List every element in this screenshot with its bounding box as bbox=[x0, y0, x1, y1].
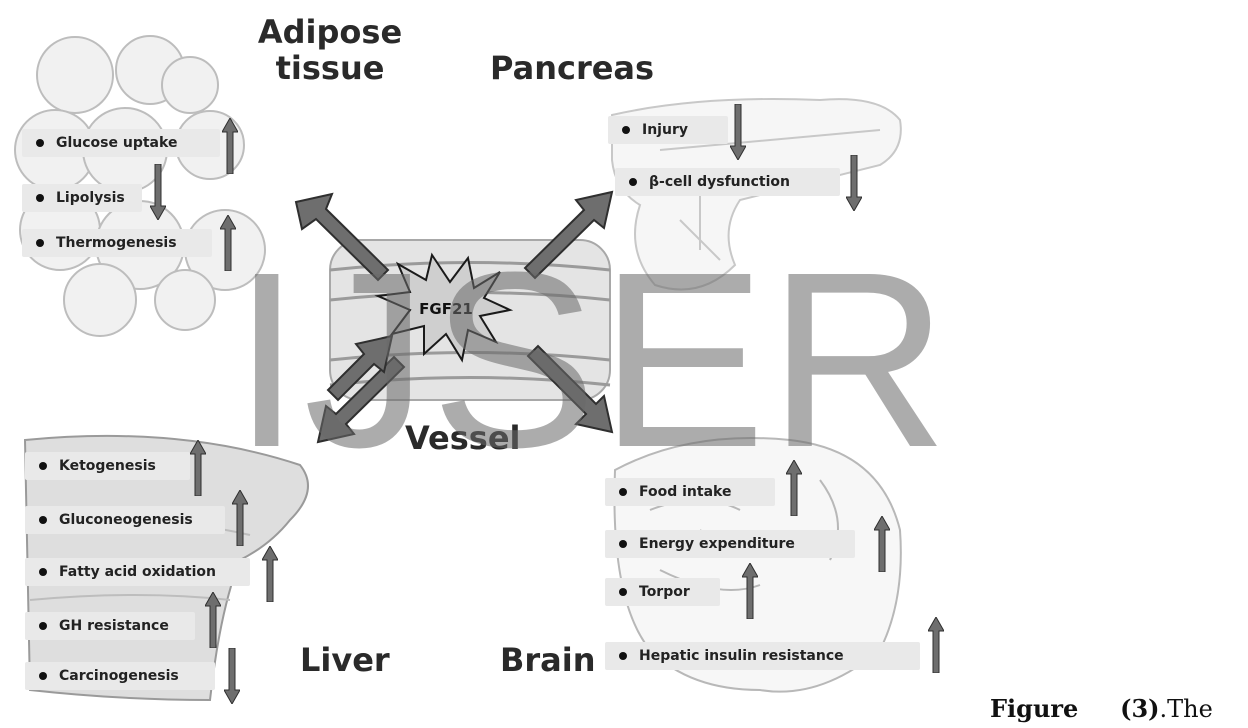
item-label: Fatty acid oxidation bbox=[59, 564, 216, 580]
bullet bbox=[619, 588, 627, 596]
item-label: Hepatic insulin resistance bbox=[639, 648, 844, 664]
pancreas-item-injury: Injury bbox=[608, 116, 728, 144]
bullet bbox=[36, 194, 44, 202]
organ-label-brain: Brain bbox=[500, 642, 600, 678]
organ-label-pancreas: Pancreas bbox=[490, 50, 670, 86]
bullet bbox=[39, 568, 47, 576]
bullet bbox=[39, 516, 47, 524]
up-arrow-icon bbox=[262, 546, 278, 602]
item-label: Lipolysis bbox=[56, 190, 125, 206]
item-label: Thermogenesis bbox=[56, 235, 177, 251]
bullet bbox=[36, 239, 44, 247]
down-arrow-icon bbox=[846, 155, 862, 211]
adipose-item-glucose-uptake: Glucose uptake bbox=[22, 129, 220, 157]
adipose-item-thermogenesis: Thermogenesis bbox=[22, 229, 212, 257]
item-label: β-cell dysfunction bbox=[649, 174, 790, 190]
caption-figure-word: Figure bbox=[990, 694, 1078, 723]
liver-item-fatty-acid-oxidation: Fatty acid oxidation bbox=[25, 558, 250, 586]
caption-number: (3) bbox=[1120, 694, 1159, 723]
item-label: Energy expenditure bbox=[639, 536, 795, 552]
up-arrow-icon bbox=[190, 440, 206, 496]
item-label: Torpor bbox=[639, 584, 690, 600]
adipose-item-lipolysis: Lipolysis bbox=[22, 184, 142, 212]
organ-label-liver: Liver bbox=[300, 642, 400, 678]
bullet bbox=[622, 126, 630, 134]
bullet bbox=[39, 622, 47, 630]
ijser-watermark: IJSER bbox=[232, 235, 951, 485]
brain-item-torpor: Torpor bbox=[605, 578, 720, 606]
bullet bbox=[36, 139, 44, 147]
item-label: Carcinogenesis bbox=[59, 668, 179, 684]
bullet bbox=[629, 178, 637, 186]
item-label: Glucose uptake bbox=[56, 135, 177, 151]
down-arrow-icon bbox=[730, 104, 746, 160]
liver-item-gh-resistance: GH resistance bbox=[25, 612, 195, 640]
liver-item-carcinogenesis: Carcinogenesis bbox=[25, 662, 215, 690]
figure-caption: Figure (3).The bbox=[990, 694, 1213, 723]
bullet bbox=[619, 540, 627, 548]
up-arrow-icon bbox=[928, 617, 944, 673]
down-arrow-icon bbox=[150, 164, 166, 220]
up-arrow-icon bbox=[874, 516, 890, 572]
down-arrow-icon bbox=[224, 648, 240, 704]
brain-item-energy-expenditure: Energy expenditure bbox=[605, 530, 855, 558]
up-arrow-icon bbox=[205, 592, 221, 648]
bullet bbox=[39, 462, 47, 470]
bullet bbox=[619, 652, 627, 660]
up-arrow-icon bbox=[742, 563, 758, 619]
organ-label-adipose: Adipose tissue bbox=[255, 14, 405, 86]
bullet bbox=[39, 672, 47, 680]
up-arrow-icon bbox=[222, 118, 238, 174]
item-label: Injury bbox=[642, 122, 688, 138]
item-label: Gluconeogenesis bbox=[59, 512, 193, 528]
liver-item-gluconeogenesis: Gluconeogenesis bbox=[25, 506, 225, 534]
caption-rest: .The bbox=[1160, 695, 1213, 723]
brain-item-hepatic-insulin-resistance: Hepatic insulin resistance bbox=[605, 642, 920, 670]
item-label: Ketogenesis bbox=[59, 458, 156, 474]
pancreas-item-beta-cell: β-cell dysfunction bbox=[615, 168, 840, 196]
item-label: GH resistance bbox=[59, 618, 169, 634]
liver-item-ketogenesis: Ketogenesis bbox=[25, 452, 190, 480]
